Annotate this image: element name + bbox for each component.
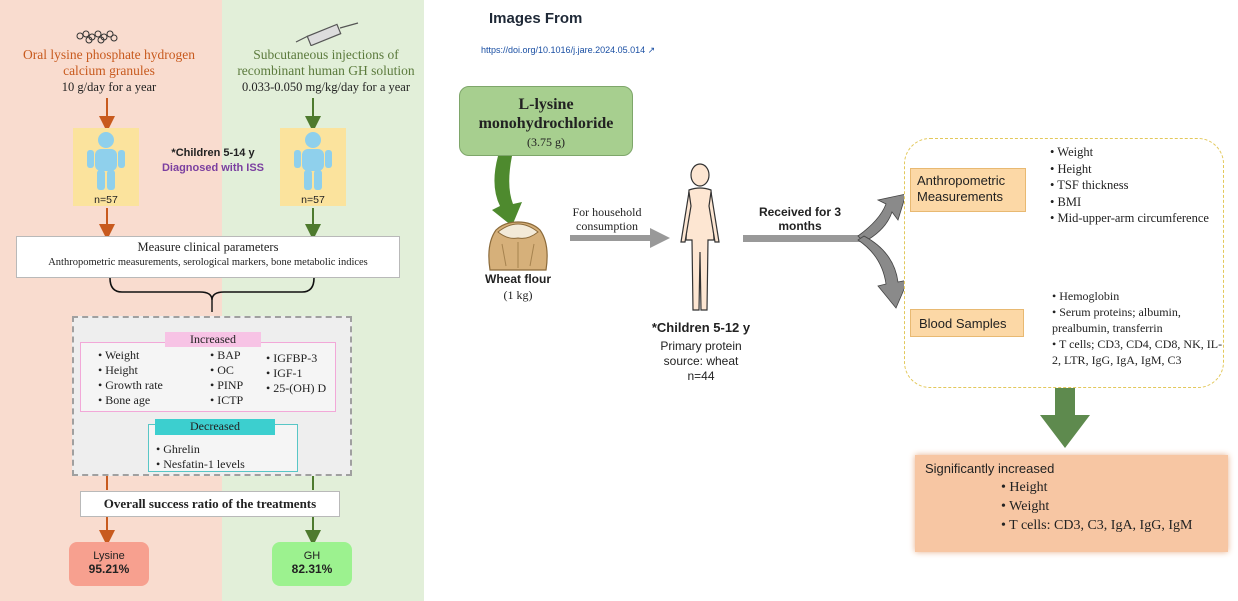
measure-subtitle: Anthropometric measurements, serological… [48, 257, 368, 268]
oral-lysine-title: Oral lysine phosphate hydrogen calcium g… [22, 47, 196, 78]
syringe-icon [295, 22, 359, 46]
measure-title: Measure clinical parameters [137, 240, 279, 254]
anthropometric-label: Anthropometric Measurements [910, 168, 1026, 212]
child-figure-icon [87, 132, 125, 190]
gh-injection-title: Subcutaneous injections of recombinant h… [237, 47, 415, 78]
household-label: For household consumption [572, 205, 642, 233]
child-box-lysine [73, 128, 139, 206]
children-info: Primary protein source: wheat n=44 [626, 339, 776, 384]
list-item: Mid-upper-arm circumference [1050, 210, 1225, 227]
list-item: Weight [98, 348, 163, 363]
children-info-line1: Primary protein [660, 339, 742, 353]
grey-arrow-received [743, 235, 860, 242]
left-arrows [99, 98, 321, 546]
list-item: Ghrelin [156, 442, 245, 457]
decreased-label: Decreased [155, 419, 275, 435]
list-item: PINP [210, 378, 243, 393]
images-from-heading: Images From [489, 10, 583, 27]
children-5-12-label: *Children 5-12 y [651, 320, 751, 335]
children-age-label: *Children 5-14 y [171, 147, 255, 159]
final-list: Height Weight T cells: CD3, C3, IgA, IgG… [915, 478, 1228, 535]
gh-result-name: GH [303, 550, 321, 562]
decreased-list: Ghrelin Nesfatin-1 levels [142, 442, 245, 472]
left-figure-panel: Oral lysine phosphate hydrogen calcium g… [0, 0, 424, 601]
n-label-gh: n=57 [301, 194, 325, 206]
final-title: Significantly increased [925, 461, 1055, 476]
grey-arrow-down [857, 235, 909, 309]
grey-arrow-household [570, 228, 670, 248]
lysine-box-title: L-lysine monohydrochloride [478, 96, 614, 132]
right-flow-arrows [492, 156, 1090, 448]
list-item: IGFBP-3 [266, 351, 326, 366]
list-item: Weight [1001, 497, 1228, 516]
child-figure-icon [294, 132, 332, 190]
gh-result-pct: 82.31% [291, 562, 333, 576]
wheat-flour-sack-icon [488, 221, 548, 271]
wheat-flour-label: Wheat flour [485, 272, 551, 286]
measure-parameters-box: Measure clinical parameters Anthropometr… [16, 236, 400, 278]
list-item: IGF-1 [266, 366, 326, 381]
list-item: T cells; CD3, CD4, CD8, NK, IL-2, LTR, I… [1052, 336, 1230, 368]
significant-increase-box: Significantly increased Height Weight T … [915, 455, 1228, 552]
overall-success-label: Overall success ratio of the treatments [80, 491, 340, 517]
list-item: OC [210, 363, 243, 378]
green-down-arrow [1040, 388, 1090, 448]
lysine-result-pct: 95.21% [88, 562, 130, 576]
list-item: Bone age [98, 393, 163, 408]
gh-injection-dose: 0.033-0.050 mg/kg/day for a year [241, 80, 410, 94]
granules-icon [76, 30, 118, 44]
blood-samples-list: Hemoglobin Serum proteins; albumin, prea… [1038, 288, 1230, 368]
anthropometric-list: Weight Height TSF thickness BMI Mid-uppe… [1036, 144, 1225, 227]
wheat-flour-amount: (1 kg) [503, 288, 533, 302]
list-item: TSF thickness [1050, 177, 1225, 194]
oral-lysine-dose: 10 g/day for a year [61, 80, 157, 94]
list-item: T cells: CD3, C3, IgA, IgG, IgM [1001, 516, 1228, 535]
list-item: Serum proteins; albumin, prealbumin, tra… [1052, 304, 1230, 336]
gh-result-box: GH 82.31% [272, 542, 352, 586]
received-label: Received for 3 months [758, 205, 842, 233]
diagnosed-label: Diagnosed with ISS [161, 162, 265, 174]
increased-list-2: BAP OC PINP ICTP [196, 348, 243, 408]
lysine-result-box: Lysine 95.21% [69, 542, 149, 586]
doi-link[interactable]: https://doi.org/10.1016/j.jare.2024.05.0… [481, 45, 656, 55]
list-item: Height [1050, 161, 1225, 178]
list-item: Height [98, 363, 163, 378]
list-item: Nesfatin-1 levels [156, 457, 245, 472]
list-item: Hemoglobin [1052, 288, 1230, 304]
child-box-gh [280, 128, 346, 206]
lysine-supplement-box: L-lysine monohydrochloride (3.75 g) [459, 86, 633, 156]
list-item: Weight [1050, 144, 1225, 161]
increased-list-3: IGFBP-3 IGF-1 25-(OH) D [252, 351, 326, 396]
list-item: BMI [1050, 194, 1225, 211]
list-item: ICTP [210, 393, 243, 408]
list-item: BAP [210, 348, 243, 363]
grey-arrow-up [857, 193, 907, 243]
lysine-box-dose: (3.75 g) [527, 135, 565, 149]
child-figure-icon [680, 163, 720, 311]
increased-list-1: Weight Height Growth rate Bone age [84, 348, 163, 408]
list-item: Height [1001, 478, 1228, 497]
n-label-lysine: n=57 [94, 194, 118, 206]
curved-green-arrow [492, 156, 522, 226]
blood-samples-label: Blood Samples [910, 309, 1024, 337]
children-info-line3: n=44 [687, 369, 715, 383]
increased-label: Increased [165, 332, 261, 347]
lysine-result-name: Lysine [93, 550, 125, 562]
children-info-line2: source: wheat [663, 354, 739, 368]
list-item: Growth rate [98, 378, 163, 393]
list-item: 25-(OH) D [266, 381, 326, 396]
